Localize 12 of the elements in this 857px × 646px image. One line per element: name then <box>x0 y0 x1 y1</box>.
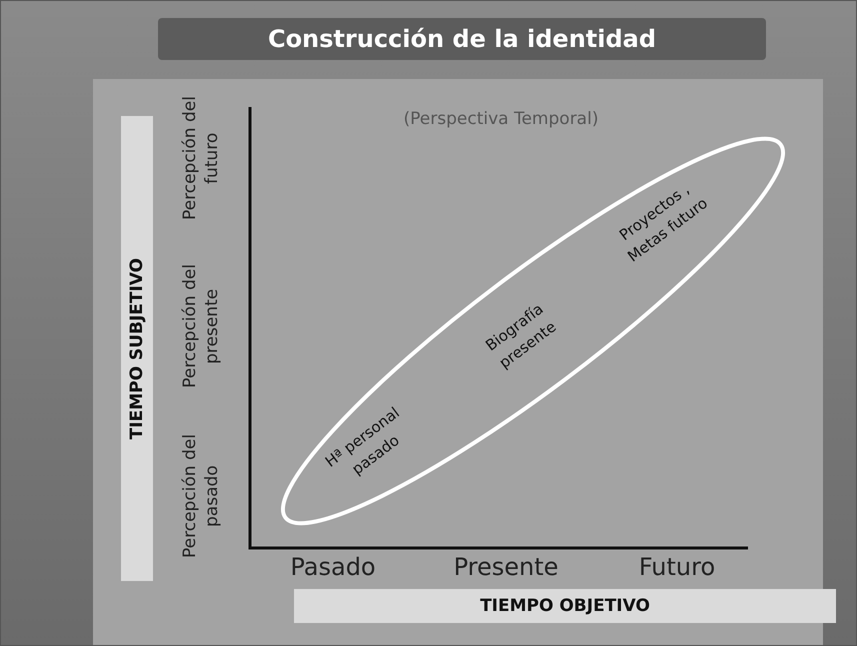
axis-tick-label: Percepción del pasado <box>179 433 223 560</box>
chart-subtitle: (Perspectiva Temporal) <box>402 109 600 129</box>
axis-tick-label: Pasado <box>289 553 377 581</box>
axis-title-bar: TIEMPO OBJETIVO <box>294 589 836 623</box>
axis-tick-label: Presente <box>452 553 560 581</box>
axis-tick-label: Futuro <box>638 553 716 581</box>
axis-title: TIEMPO SUBJETIVO <box>127 258 147 440</box>
title-bar: Construcción de la identidad <box>158 18 766 60</box>
ellipse-outline <box>279 135 787 527</box>
axis-tick-label: Percepción del futuro <box>179 95 223 222</box>
axis-tick-label: Percepción del presente <box>179 263 223 390</box>
axis-title-bar <box>121 116 153 581</box>
